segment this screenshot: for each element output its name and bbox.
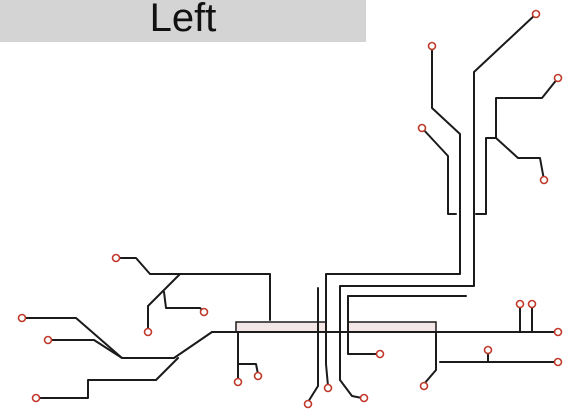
direction-label: Left <box>149 0 217 40</box>
bus-bar-left <box>235 321 327 333</box>
wire-left-b <box>47 339 123 359</box>
wire-upper-right-stub <box>495 137 545 181</box>
terminal-pin-icon <box>527 299 537 309</box>
wire-left-upper-branch <box>147 273 181 333</box>
direction-label-panel: Left <box>0 0 366 42</box>
terminal-pin-icon <box>43 335 53 345</box>
terminal-pin-icon <box>143 327 153 337</box>
terminal-pin-icon <box>419 381 429 391</box>
wires <box>21 13 559 403</box>
terminal-pin-icon <box>427 41 437 51</box>
bus-bar-right <box>347 321 437 333</box>
terminals <box>17 9 563 409</box>
wire-center-drop <box>307 287 319 403</box>
terminal-pin-icon <box>539 175 549 185</box>
wire-left-upper <box>115 257 271 321</box>
terminal-pin-icon <box>553 357 563 367</box>
terminal-pin-icon <box>31 393 41 403</box>
wire-left-c <box>35 357 179 399</box>
terminal-pin-icon <box>417 123 427 133</box>
terminal-pin-icon <box>553 73 563 83</box>
terminal-pin-icon <box>233 377 243 387</box>
wire-right-drop <box>347 295 381 355</box>
terminal-pin-icon <box>253 371 263 381</box>
terminal-pin-icon <box>375 349 385 359</box>
wire-right-down <box>423 331 437 385</box>
terminal-pin-icon <box>553 327 563 337</box>
terminal-pin-icon <box>199 307 209 317</box>
wire-upper-right-branch <box>475 77 559 215</box>
wire-top-right-trunk <box>339 13 537 399</box>
terminal-pin-icon <box>323 383 333 393</box>
terminal-pin-icon <box>515 299 525 309</box>
terminal-pin-icon <box>359 393 369 403</box>
terminal-pin-icon <box>17 313 27 323</box>
terminal-pin-icon <box>531 9 541 19</box>
wire-upper-stub <box>421 127 457 215</box>
wire-left-drop-b <box>237 363 259 375</box>
wire-upper-left-trunk <box>325 45 461 387</box>
terminal-pin-icon <box>111 253 121 263</box>
terminal-pin-icon <box>483 345 493 355</box>
terminal-pin-icon <box>303 399 313 409</box>
wire-left-upper-stub <box>163 291 205 313</box>
